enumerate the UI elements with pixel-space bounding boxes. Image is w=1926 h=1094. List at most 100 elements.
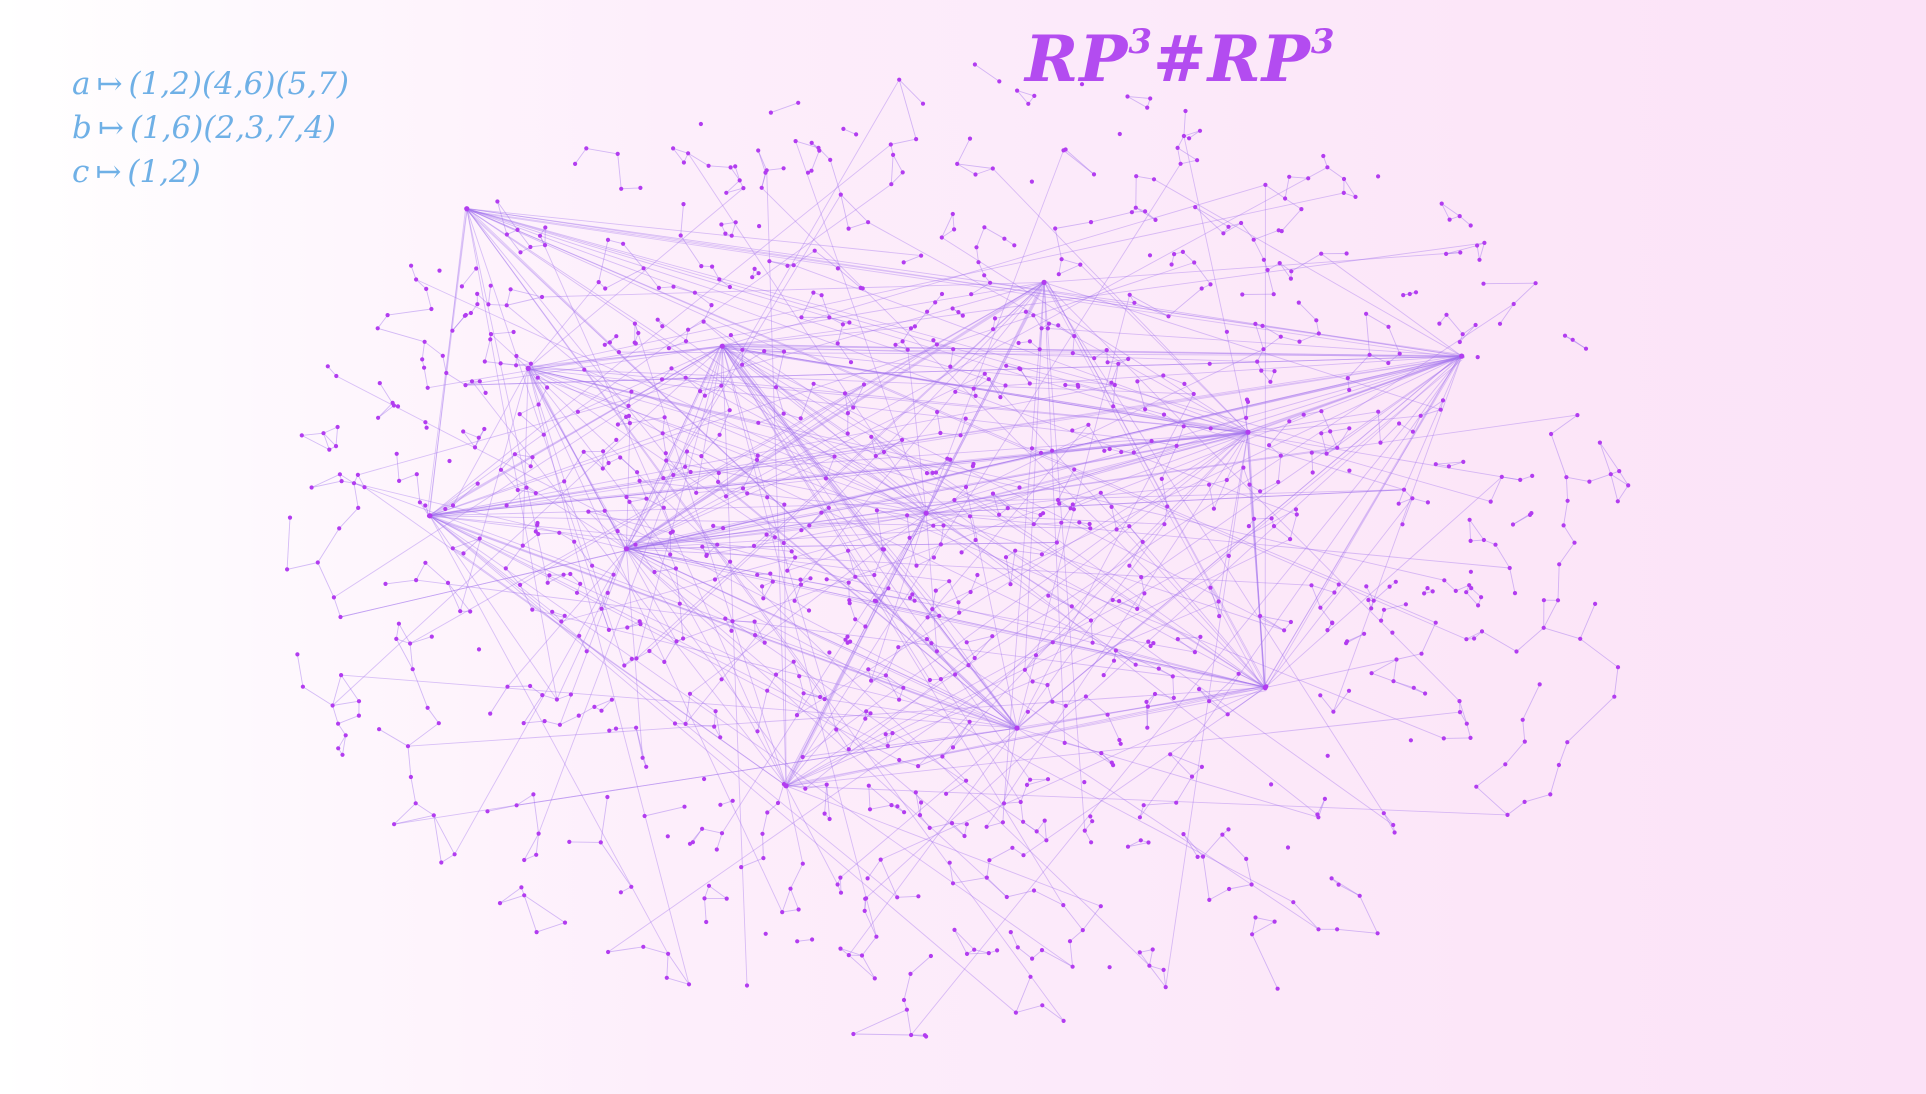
graph-node [1617,469,1622,474]
graph-node [519,885,524,890]
graph-node [1117,131,1122,137]
graph-node [475,302,480,307]
graph-node [1615,499,1620,504]
graph-node [1390,630,1395,635]
graph-edge [786,281,1044,787]
graph-edge [1509,567,1516,594]
graph-edge [721,345,1031,780]
graph-edge [1107,358,1129,363]
graph-edge [669,554,677,569]
graph-hub-node [1245,429,1251,435]
graph-node [756,420,761,425]
graph-edge [1499,303,1515,325]
graph-edge [1023,687,1266,856]
graph-edge [840,727,1018,878]
graph-node [964,951,970,957]
graph-edge [1024,282,1045,670]
graph-edge [1320,607,1333,624]
graph-node [808,576,813,581]
graph-edge [335,426,339,447]
graph-node [436,721,441,726]
graph-edge [415,279,427,290]
graph-edge [577,345,723,413]
graph-edge [419,502,430,517]
graph-node [982,371,987,376]
graph-edge [466,208,1467,640]
graph-edge [516,794,534,806]
graph-node [935,409,940,415]
graph-edge [793,661,800,677]
graph-node [1479,629,1485,634]
graph-edge [757,150,768,171]
graph-edge [848,718,866,750]
graph-node [1279,229,1284,234]
graph-node [952,927,957,933]
graph-node [514,353,519,359]
graph-node [730,619,735,624]
graph-node [1296,300,1301,305]
graph-node [1050,699,1055,704]
graph-node [986,377,991,382]
graph-node [754,457,760,462]
graph-node [934,649,940,654]
graph-edge [1240,222,1255,240]
graph-edge [1245,417,1266,688]
graph-node [798,582,804,587]
graph-edge [461,268,477,287]
graph-node [949,821,955,826]
graph-edge [837,343,852,363]
graph-node [745,491,750,496]
graph-edge [701,434,720,457]
graph-node [542,243,548,248]
graph-node [1276,479,1281,485]
graph-node [1039,326,1044,331]
graph-edge [542,694,558,700]
graph-edge [506,234,521,253]
graph-node [520,543,525,548]
graph-edge [1226,467,1244,481]
graph-edge [679,603,684,639]
graph-node [1318,693,1323,698]
graph-node [607,340,613,345]
graph-node [488,337,493,342]
graph-node [1107,965,1112,970]
graph-edge [1316,798,1326,815]
graph-node [605,237,611,242]
graph-node [1251,237,1256,242]
graph-edge [853,1033,912,1036]
graph-node [1583,346,1589,351]
graph-edge [588,511,627,550]
graph-node [888,142,893,147]
graph-edge [1254,323,1264,350]
graph-node [636,330,641,336]
graph-edge [762,833,764,859]
graph-node [964,822,969,827]
graph-edge [927,433,1249,516]
graph-node [900,170,905,175]
graph-edge [626,447,1338,550]
graph-node [1468,735,1473,741]
graph-node [477,536,482,541]
graph-node [1139,575,1144,580]
graph-edge [785,785,1101,907]
graph-node [1004,894,1009,900]
graph-node [331,595,336,600]
graph-edge [1114,363,1119,386]
graph-node [672,721,678,726]
graph-edge [849,599,1266,689]
graph-edge [880,859,898,898]
graph-edge [607,239,624,245]
graph-edge [407,687,1266,747]
graph-edge [1024,654,1037,671]
graph-edge [1223,222,1242,234]
graph-node [950,211,955,217]
graph-node [581,449,586,454]
graph-edge [717,481,727,497]
graph-edge [1265,659,1397,689]
graph-node [846,580,851,585]
graph-edge [757,573,771,576]
graph-edge [429,384,1115,517]
graph-node [845,431,850,436]
graph-edge [423,367,429,388]
graph-edge [689,512,927,695]
